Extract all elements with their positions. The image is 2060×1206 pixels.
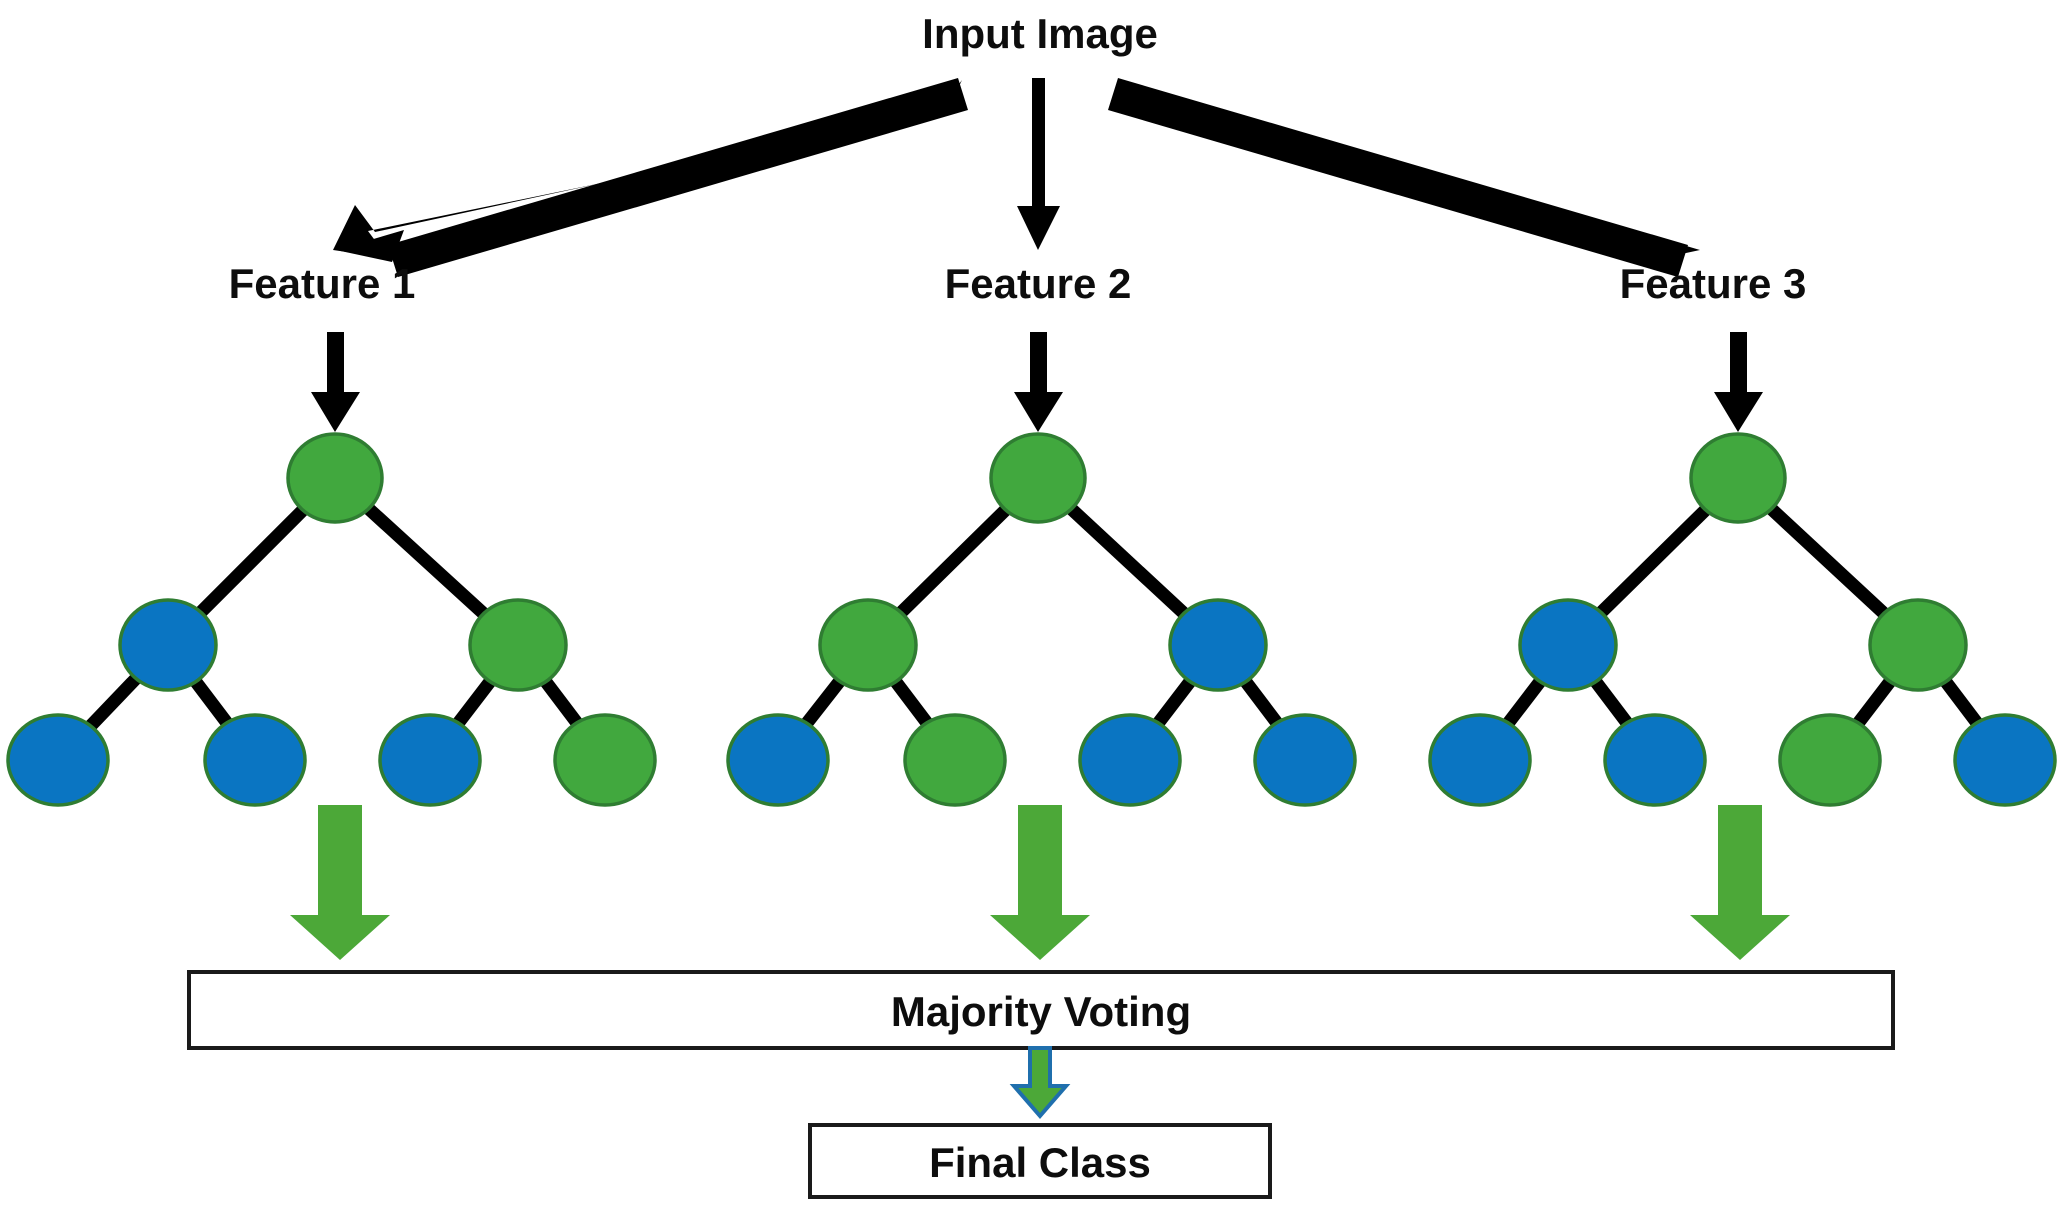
input-to-feature2-arrow	[1017, 78, 1060, 250]
tree3-level2-node-2	[1868, 598, 1968, 692]
input-to-feature1-arrow	[333, 78, 968, 277]
feature-label-1: Feature 1	[229, 260, 416, 307]
tree3-leaf-node-1	[1428, 713, 1532, 807]
tree3-leaf-node-4	[1953, 713, 2057, 807]
tree3-leaf-node-2	[1603, 713, 1707, 807]
tree3-root-node	[1689, 432, 1787, 524]
tree2-leaf-node-1	[726, 713, 830, 807]
tree2-to-voting-arrow	[990, 805, 1090, 960]
feature-label-3: Feature 3	[1620, 260, 1807, 307]
voting-to-final-arrow	[1009, 1046, 1071, 1120]
feature-label-2: Feature 2	[945, 260, 1132, 307]
tree2-root-node	[989, 432, 1087, 524]
tree1-leaf-node-2	[203, 713, 307, 807]
tree1-leaf-node-4	[553, 713, 657, 807]
tree-feature-3	[1428, 432, 2057, 807]
tree1-level2-node-1	[118, 598, 218, 692]
final-class-label: Final Class	[929, 1139, 1151, 1186]
tree3-level2-node-1	[1518, 598, 1618, 692]
tree1-level2-node-2	[468, 598, 568, 692]
tree3-to-voting-arrow	[1690, 805, 1790, 960]
final-class-box[interactable]	[808, 1123, 1272, 1199]
tree2-level2-node-2	[1168, 598, 1268, 692]
tree2-level2-node-1	[818, 598, 918, 692]
majority-voting-label: Majority Voting	[891, 988, 1191, 1035]
input-to-feature3-arrow	[1108, 78, 1700, 277]
tree1-leaf-node-1	[6, 713, 110, 807]
tree2-leaf-node-2	[903, 713, 1007, 807]
page-title: Input Image	[922, 10, 1158, 57]
feature2-to-tree-arrow	[1014, 332, 1063, 432]
tree1-root-node	[286, 432, 384, 524]
tree3-leaf-node-3	[1778, 713, 1882, 807]
tree1-to-voting-arrow	[290, 805, 390, 960]
tree2-leaf-node-3	[1078, 713, 1182, 807]
tree-feature-1	[6, 432, 657, 807]
feature1-to-tree-arrow	[311, 332, 360, 432]
tree-feature-2	[726, 432, 1357, 807]
tree1-leaf-node-3	[378, 713, 482, 807]
feature3-to-tree-arrow	[1714, 332, 1763, 432]
tree2-leaf-node-4	[1253, 713, 1357, 807]
